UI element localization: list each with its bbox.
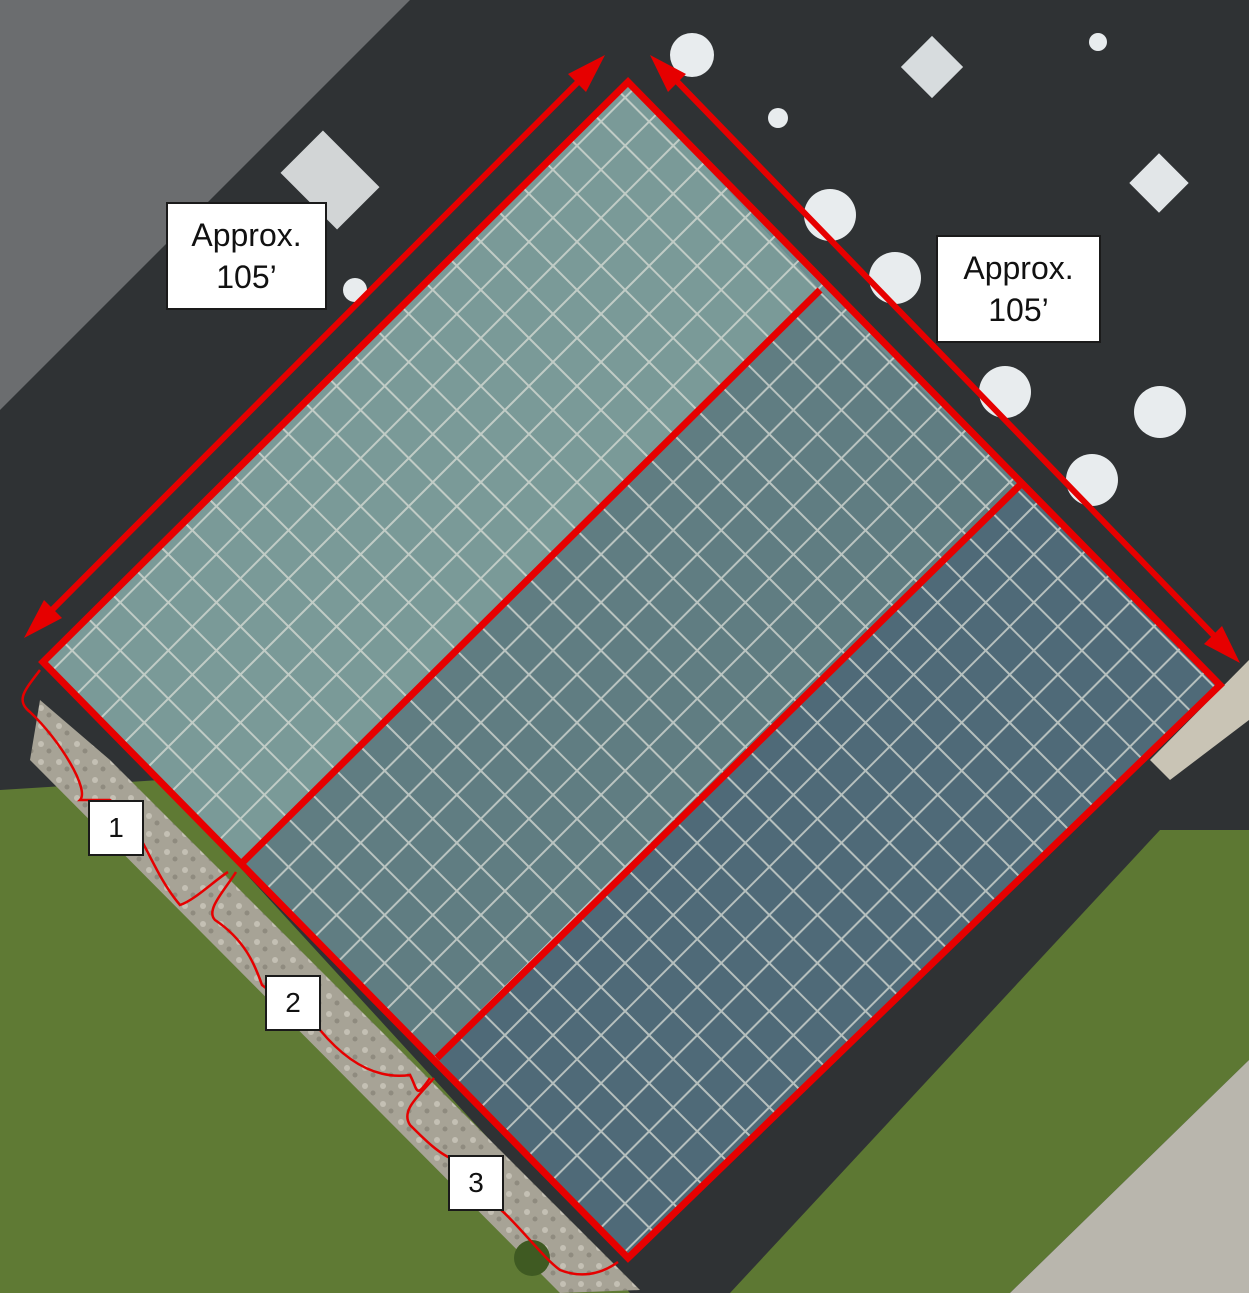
greenhouse-outline <box>38 77 1225 1263</box>
roof-vent <box>979 366 1031 418</box>
bay-label-1-text: 1 <box>108 812 124 843</box>
arrowhead-left-bottom <box>24 600 62 638</box>
roof-vent <box>804 189 856 241</box>
dimension-label-left-line1: Approx. <box>191 217 302 253</box>
bay-divider-1 <box>237 287 823 868</box>
bay-divider-2 <box>434 482 1023 1061</box>
roof-vent <box>1066 454 1118 506</box>
sidewalk-edge <box>1150 660 1249 780</box>
bay-label-3: 3 <box>448 1155 504 1211</box>
roof-hvac-unit <box>280 130 380 230</box>
bay-label-3-text: 3 <box>468 1167 484 1198</box>
roof-vent <box>869 252 921 304</box>
dimension-label-right-line1: Approx. <box>963 250 1074 286</box>
dimension-arrow-left <box>37 65 595 625</box>
arrowhead-right-bottom <box>1204 626 1240 663</box>
gravel-border <box>30 700 640 1293</box>
roof-hvac-unit <box>1129 153 1189 213</box>
annotation-layer <box>21 65 1229 1276</box>
bay-label-1: 1 <box>88 800 144 856</box>
shrub <box>514 1240 550 1276</box>
roof-vent <box>1134 386 1186 438</box>
bay-label-2: 2 <box>265 975 321 1031</box>
roof-vent <box>768 108 788 128</box>
arrowhead-left-top <box>568 55 605 92</box>
arrowhead-right-top <box>650 55 686 92</box>
bay-label-2-text: 2 <box>285 987 301 1018</box>
dimension-label-right-line2: 105’ <box>988 292 1049 328</box>
dimension-label-left-line2: 105’ <box>216 259 277 295</box>
dimension-arrow-right <box>661 65 1229 651</box>
pavement-area <box>1010 1060 1249 1293</box>
roof-vent <box>670 33 714 77</box>
dimension-label-right: Approx. 105’ <box>936 235 1101 343</box>
dimension-label-left: Approx. 105’ <box>166 202 327 310</box>
lawn-area-right <box>730 830 1249 1293</box>
roof-hvac-unit <box>900 35 964 99</box>
roof-vent <box>1089 33 1107 51</box>
arrowheads <box>24 55 1240 663</box>
